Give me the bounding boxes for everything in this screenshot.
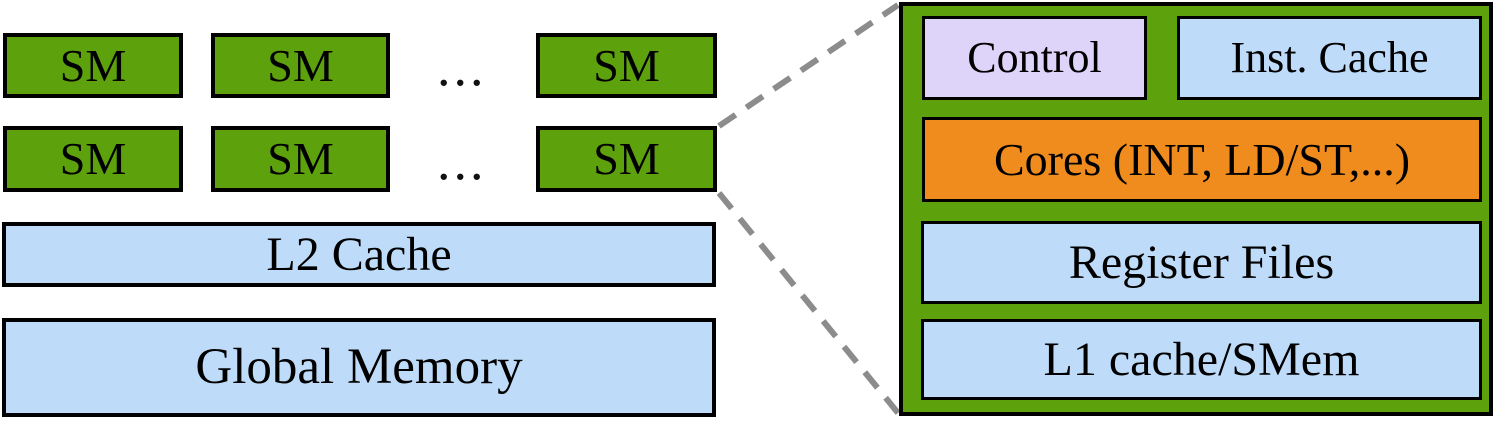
sm-label: SM	[267, 39, 334, 91]
zoom-connector-bottom-line	[716, 191, 901, 415]
sm-block-row2-col2: SM	[211, 126, 390, 192]
l2-cache-label: L2 Cache	[266, 227, 452, 281]
zoom-connector-top-line	[717, 2, 900, 129]
cores-block: Cores (INT, LD/ST,...)	[922, 117, 1482, 202]
global-memory-label: Global Memory	[195, 339, 523, 395]
control-block: Control	[922, 16, 1147, 100]
sm-block-row1-col3: SM	[536, 33, 717, 98]
sm-label: SM	[593, 39, 660, 91]
l2-cache-block: L2 Cache	[2, 222, 716, 287]
inst-cache-block: Inst. Cache	[1177, 16, 1482, 100]
ellipsis-row1: ...	[437, 37, 487, 97]
inst-cache-label: Inst. Cache	[1230, 33, 1429, 82]
sm-block-row2-col3: SM	[536, 126, 717, 192]
sm-detail-panel: Control Inst. Cache Cores (INT, LD/ST,..…	[899, 2, 1493, 416]
l1-cache-smem-label: L1 cache/SMem	[1043, 332, 1360, 386]
control-label: Control	[967, 33, 1102, 82]
sm-label: SM	[59, 39, 127, 91]
cores-label: Cores (INT, LD/ST,...)	[993, 133, 1411, 185]
sm-block-row2-col1: SM	[3, 126, 183, 192]
ellipsis-row2: ...	[437, 131, 487, 191]
sm-label: SM	[59, 133, 127, 184]
sm-label: SM	[593, 133, 660, 184]
global-memory-block: Global Memory	[2, 318, 716, 417]
sm-block-row1-col1: SM	[3, 33, 183, 98]
l1-cache-smem-block: L1 cache/SMem	[921, 319, 1482, 400]
sm-block-row1-col2: SM	[211, 33, 390, 98]
register-files-label: Register Files	[1068, 235, 1335, 289]
sm-label: SM	[267, 133, 334, 184]
register-files-block: Register Files	[921, 221, 1482, 304]
